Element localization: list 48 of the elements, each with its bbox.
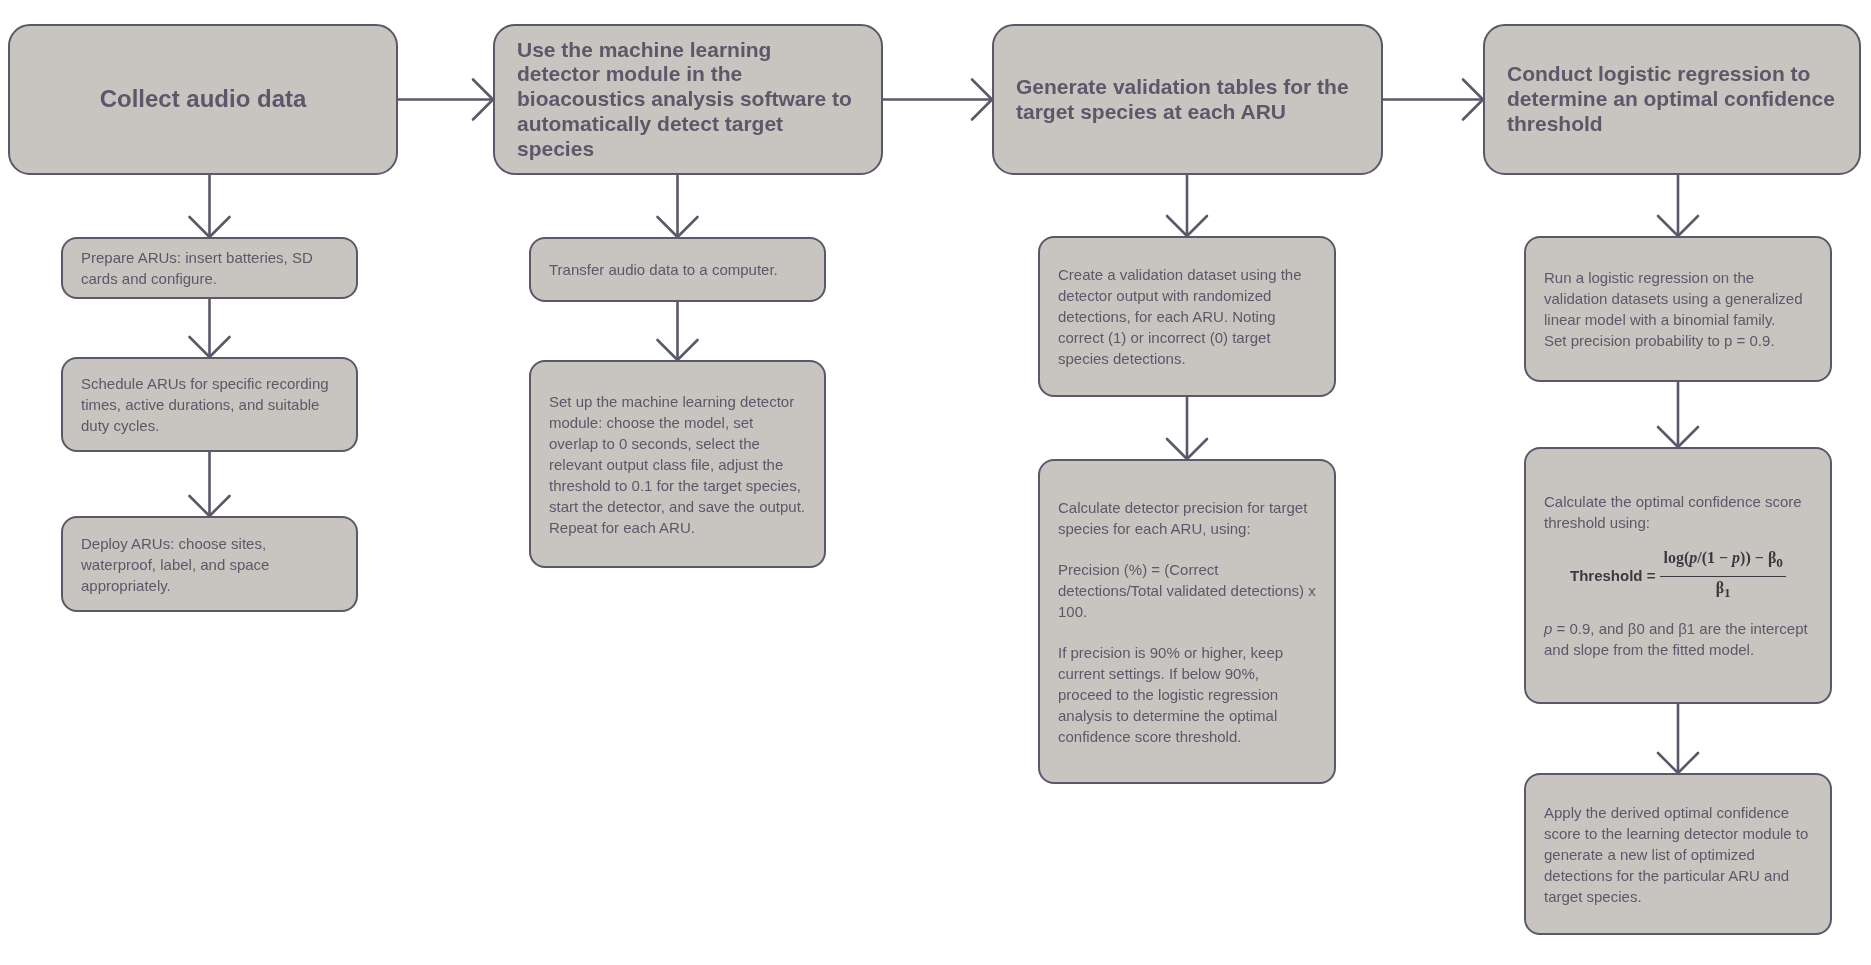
substep-box [61, 357, 358, 452]
substep-box [529, 360, 826, 568]
formula-label: Threshold = [1570, 567, 1656, 584]
formula-numerator: log(p/(1 − p)) − β$_{0}$ [1660, 546, 1786, 577]
arrow [1656, 704, 1700, 775]
step-box [1483, 24, 1861, 175]
substep-box [1038, 459, 1336, 784]
step-text: Set up the machine learning detector module: choose the model, set overlap to 0 seconds, select the relevant output class file, adjust the threshold to 0.1 for the target species, start the detector, and save the output. Repeat for each ARU. [549, 391, 806, 538]
step-text: Run a logistic regression on the validation datasets using a generalized linear model with a binomial family. [1544, 268, 1804, 330]
arrow [1656, 175, 1700, 238]
step-text: Precision (%) = (Correct detections/Total validated detections) x 100. [1058, 559, 1316, 622]
step-heading: Use the machine learning detector module in the bioacoustics analysis software to automatically detect target species [517, 37, 853, 162]
arrow [188, 452, 231, 518]
step-text: Calculate detector precision for target species for each ARU, using: [1058, 497, 1309, 539]
step-text: Transfer audio data to a computer. [549, 260, 779, 280]
step-text: Create a validation dataset using the detector output with randomized detections, for each ARU. Noting correct (1) or incorrect (0) target species detections. [1058, 265, 1303, 369]
step-text: Deploy ARUs: choose sites, waterproof, label, and space appropriately. [81, 533, 271, 596]
arrow [656, 175, 699, 239]
step-text: Apply the derived optimal confidence score to the learning detector module to generate a new list of optimized detections for the particular ARU and target species. [1544, 802, 1810, 907]
step-text: p = 0.9, and β0 and β1 are the intercept and slope from the fitted model. [1544, 619, 1809, 661]
arrow [1165, 175, 1209, 238]
step-text: Calculate the optimal confidence score threshold using: [1544, 491, 1803, 533]
step-heading: Collect audio data [98, 85, 308, 114]
formula-denominator: β$_{1}$ [1714, 578, 1732, 603]
arrow [1383, 78, 1485, 121]
substep-box [529, 237, 826, 302]
arrow [656, 302, 699, 362]
step-text: Prepare ARUs: insert batteries, SD cards and configure. [81, 248, 314, 289]
arrow [188, 175, 231, 239]
substep-box [1524, 236, 1832, 382]
arrow [883, 78, 994, 121]
substep-box [1524, 447, 1832, 704]
arrow [1656, 382, 1700, 449]
step-heading: Conduct logistic regression to determine an optimal confidence threshold [1507, 62, 1836, 137]
step-box [493, 24, 883, 175]
substep-box [61, 237, 358, 299]
step-box [992, 24, 1383, 175]
step-heading: Generate validation tables for the target species at each ARU [1016, 74, 1350, 125]
step-box [8, 24, 398, 175]
step-text: If precision is 90% or higher, keep current settings. If below 90%, proceed to the logistic regression analysis to determine the optimal confidence score threshold. [1058, 642, 1285, 747]
step-text: Set precision probability to p = 0.9. [1544, 331, 1776, 351]
step-text: Schedule ARUs for specific recording times, active durations, and suitable duty cycles. [81, 374, 330, 436]
substep-box [61, 516, 358, 612]
arrow [188, 299, 231, 359]
substep-box [1524, 773, 1832, 935]
arrow [398, 78, 495, 121]
arrow [1165, 397, 1209, 461]
substep-box [1038, 236, 1336, 397]
